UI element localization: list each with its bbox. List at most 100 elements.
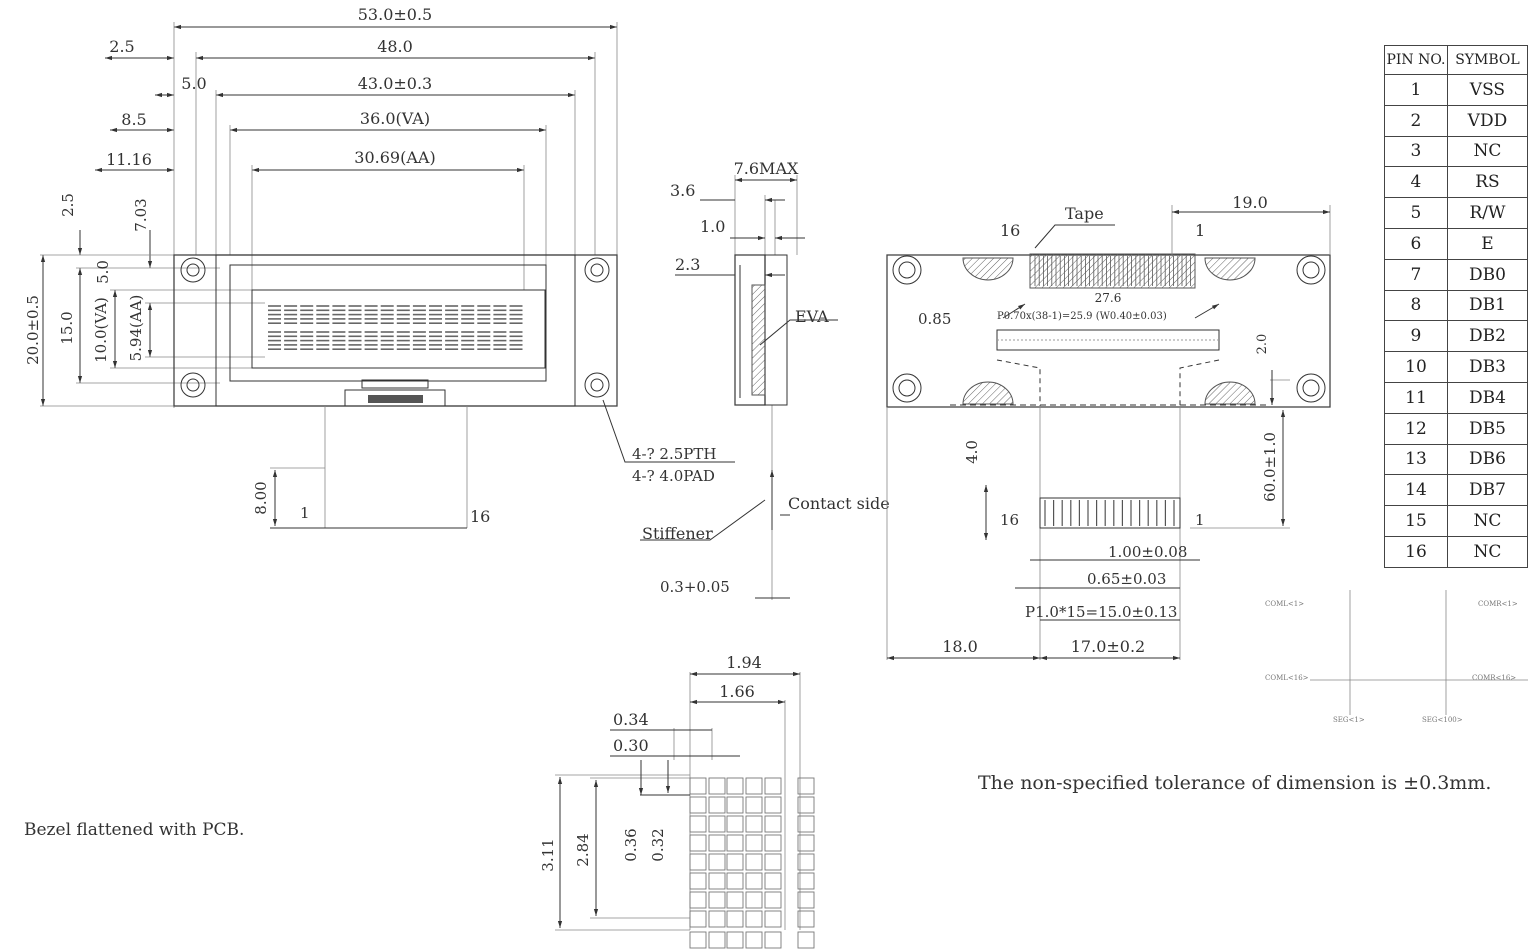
pin-number: 8: [1384, 289, 1448, 322]
dim-30-69: 30.69(AA): [354, 148, 435, 167]
dot-cell: [708, 796, 726, 814]
char-cell: [445, 305, 459, 325]
dot-detail-labels: 1.94 1.66 0.34 0.30 3.11 2.84 0.36 0.32: [539, 653, 762, 872]
dim-1-00: 1.00±0.08: [1108, 543, 1187, 561]
dim-36: 36.0(VA): [360, 109, 430, 128]
char-cell: [493, 331, 507, 351]
dot-cell: [726, 931, 744, 949]
dim-2-3: 2.3: [675, 255, 700, 274]
char-cell: [445, 331, 459, 351]
dot-cell: [797, 910, 815, 928]
pin-symbol: DB4: [1446, 381, 1528, 414]
char-cell: [412, 305, 426, 325]
pin-number: 5: [1384, 197, 1448, 229]
dot-cell: [708, 777, 726, 795]
char-cell: [332, 331, 346, 351]
pin-symbol: NC: [1446, 135, 1528, 168]
pin-symbol: DB5: [1446, 412, 1528, 445]
dim-5-0: 5.0: [181, 74, 206, 93]
pin-number: 15: [1384, 505, 1448, 537]
char-cell: [316, 305, 330, 325]
dot-cell: [764, 815, 782, 833]
dim-43: 43.0±0.3: [358, 74, 432, 93]
dim-v-2-5: 2.5: [59, 193, 77, 217]
char-cell: [429, 305, 442, 325]
dot-cell: [726, 853, 744, 871]
dot-cell: [745, 872, 763, 890]
coml-1: COML<1>: [1265, 600, 1304, 608]
dot-cell: [764, 872, 782, 890]
dot-cell: [689, 910, 707, 928]
char-cell: [396, 305, 410, 325]
char-cell: [316, 331, 330, 351]
dim-3-11: 3.11: [539, 838, 557, 871]
fpc-contacts: [1044, 500, 1175, 526]
char-cell: [348, 331, 362, 351]
char-cell: [380, 331, 394, 351]
dot-cell: [745, 910, 763, 928]
pin-number: 10: [1384, 351, 1448, 383]
char-cell: [268, 331, 281, 351]
dim-v-7-03: 7.03: [132, 198, 150, 231]
char-cell: [477, 331, 491, 351]
dim-v-15: 15.0: [58, 311, 76, 344]
dot-cell: [726, 834, 744, 852]
dot-cell: [689, 777, 707, 795]
dot-cell: [689, 872, 707, 890]
dim-8-5: 8.5: [121, 110, 146, 129]
char-cell: [509, 305, 523, 325]
rear-view-labels: Tape 16 1 19.0 27.6 P0.70x(38-1)=25.9 (W…: [918, 193, 1279, 656]
dot-cell: [745, 931, 763, 949]
char-cell: [348, 305, 362, 325]
pin-symbol: R/W: [1446, 197, 1528, 229]
dot-cell: [797, 834, 815, 852]
character-dot-grid: [268, 305, 523, 351]
char-cell: [284, 305, 298, 325]
dim-11-16: 11.16: [106, 150, 152, 169]
dot-cell: [708, 834, 726, 852]
dim-2-5: 2.5: [109, 37, 134, 56]
dot-cell: [726, 796, 744, 814]
char-cell: [461, 331, 475, 351]
dot-cell: [797, 796, 815, 814]
char-cell: [412, 331, 426, 351]
dot-cell: [745, 834, 763, 852]
dot-cell: [689, 853, 707, 871]
dot-cell: [726, 891, 744, 909]
comr-1: COMR<1>: [1478, 600, 1518, 608]
tolerance-note: The non-specified tolerance of dimension…: [978, 772, 1492, 794]
pin-symbol: DB2: [1446, 320, 1528, 353]
rear-pin-1: 1: [1195, 221, 1205, 240]
dot-cell: [764, 931, 782, 949]
pin-number: 7: [1384, 258, 1448, 291]
dot-cell: [708, 815, 726, 833]
pin-symbol: DB6: [1446, 443, 1528, 476]
dot-cell: [689, 796, 707, 814]
dot-cell: [689, 815, 707, 833]
char-cell: [461, 305, 475, 325]
dim-pitch: P0.70x(38-1)=25.9 (W0.40±0.03): [997, 311, 1167, 322]
pin-symbol: DB0: [1446, 258, 1528, 291]
pin-symbol: VDD: [1446, 104, 1528, 137]
pin-symbol: NC: [1446, 535, 1528, 568]
pin-number: 2: [1384, 104, 1448, 137]
dim-0-36: 0.36: [622, 828, 640, 861]
dim-v-10-va: 10.0(VA): [92, 297, 110, 363]
dot-cell: [708, 910, 726, 928]
dot-cell: [708, 891, 726, 909]
front-view-labels: 53.0±0.5 48.0 43.0±0.3 36.0(VA) 30.69(AA…: [24, 5, 716, 526]
dim-0-3: 0.3+0.05: [660, 578, 730, 596]
pin-number: 16: [1384, 535, 1448, 568]
dot-cell: [797, 777, 815, 795]
dim-v-5-0: 5.0: [94, 260, 112, 284]
pin-symbol: E: [1446, 227, 1528, 260]
dot-cell: [797, 891, 815, 909]
fpc-pin-last: 16: [470, 507, 490, 526]
